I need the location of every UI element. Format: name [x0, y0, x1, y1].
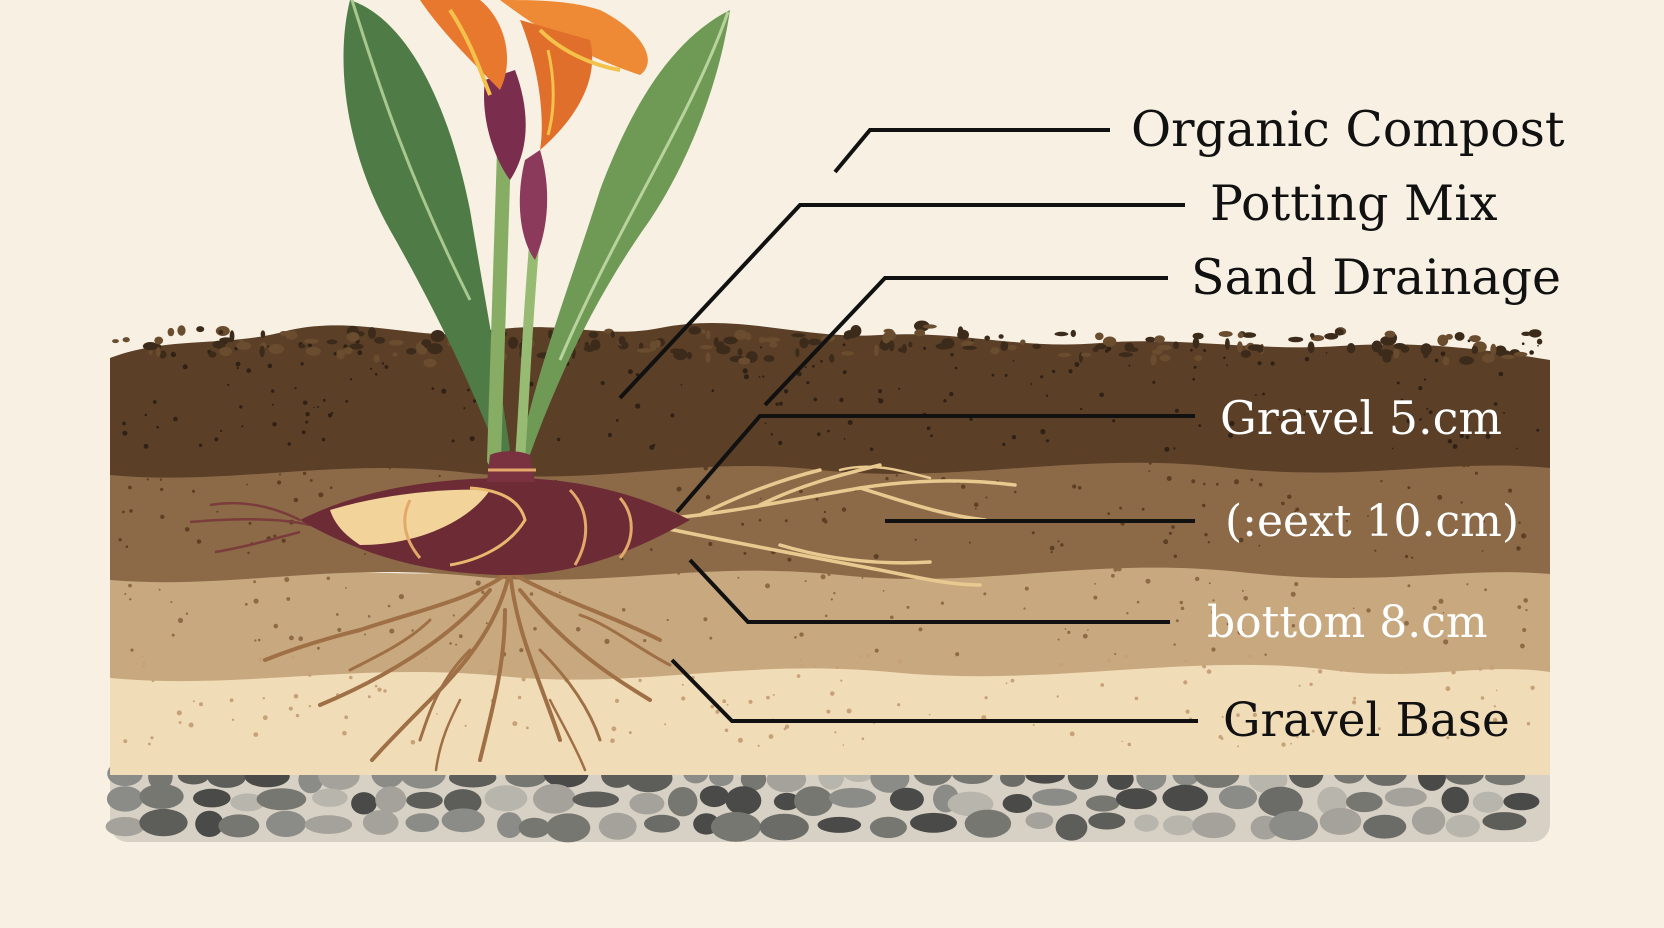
- gravel-layer: [105, 758, 1550, 843]
- canna-plant-icon: [343, 0, 730, 467]
- rhizome-bulb-icon: [300, 451, 690, 575]
- side-roots: [648, 463, 1017, 587]
- label-sand-drainage: Sand Drainage: [1191, 249, 1561, 306]
- label-bottom-depth: bottom 8.cm: [1207, 597, 1488, 648]
- label-organic-compost: Organic Compost: [1131, 101, 1565, 158]
- left-roots: [189, 501, 311, 554]
- leader-line-organic-compost: [833, 128, 1110, 174]
- label-gravel-depth: Gravel 5.cm: [1220, 391, 1502, 445]
- label-text-depth: (:eext 10.cm): [1225, 496, 1519, 547]
- leader-line-potting-mix: [618, 203, 1185, 400]
- leader-line-gravel-base: [670, 658, 1198, 723]
- compost-crumbs: [112, 320, 1543, 368]
- soil-specks: [118, 338, 1540, 748]
- label-gravel-base: Gravel Base: [1223, 693, 1510, 748]
- leader-line-bottom-depth: [688, 558, 1170, 624]
- leader-line-gravel-depth: [675, 414, 1195, 514]
- leader-line-sand-drainage: [763, 276, 1168, 407]
- light-sand-layer: [110, 641, 1550, 775]
- lower-roots: [263, 568, 672, 772]
- label-potting-mix: Potting Mix: [1210, 175, 1498, 232]
- leader-lines: [618, 128, 1198, 723]
